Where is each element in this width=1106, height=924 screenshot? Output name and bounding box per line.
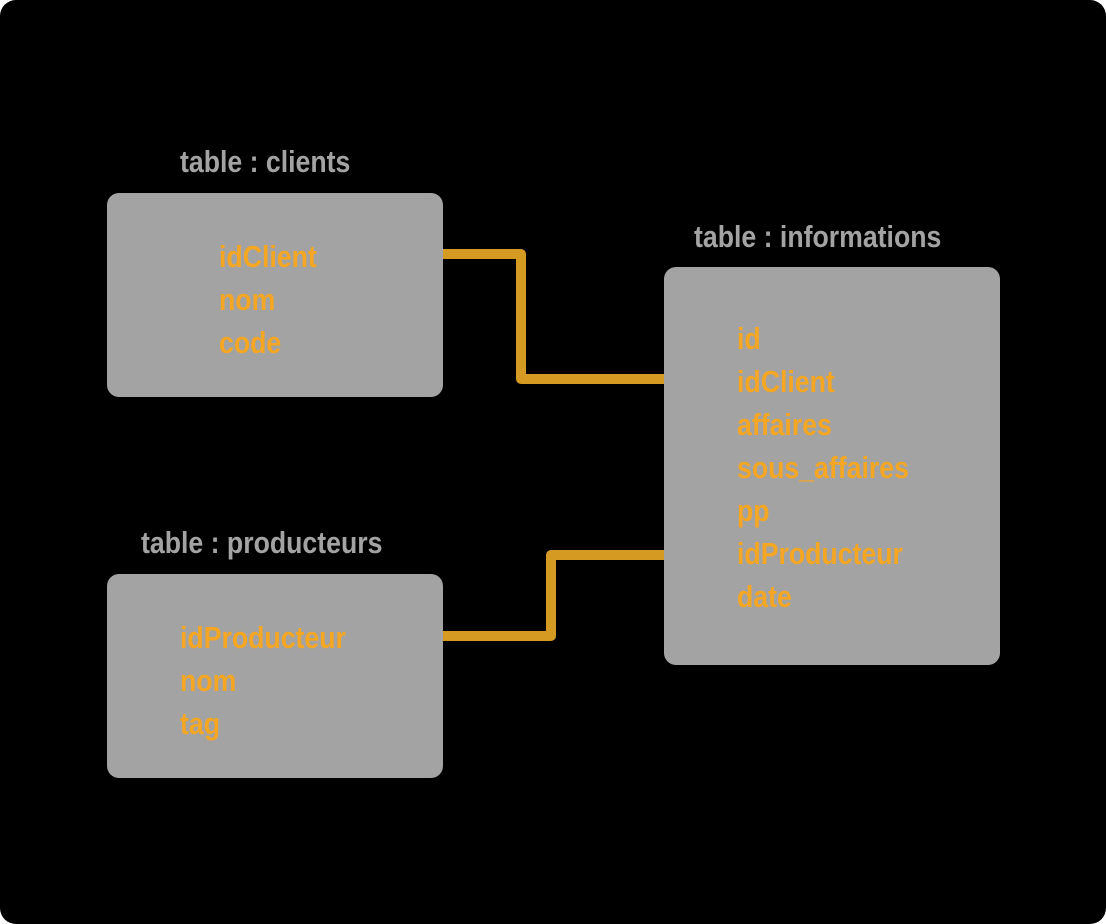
informations-field-pp: pp bbox=[737, 493, 770, 528]
informations-field-idclient: idClient bbox=[737, 364, 835, 399]
clients-field-nom: nom bbox=[219, 282, 276, 317]
clients-field-code: code bbox=[219, 325, 282, 360]
producteurs-field-list: idProducteur nom tag bbox=[180, 616, 373, 745]
producteurs-field-idproducteur: idProducteur bbox=[180, 620, 346, 655]
producteurs-field-tag: tag bbox=[180, 706, 220, 741]
producteurs-field-nom: nom bbox=[180, 663, 237, 698]
link-producteurs-informations-idproducteur bbox=[383, 550, 696, 641]
informations-field-date: date bbox=[737, 579, 792, 614]
informations-field-sous-affaires: sous_affaires bbox=[737, 450, 909, 485]
informations-field-id: id bbox=[737, 321, 761, 356]
informations-field-idproducteur: idProducteur bbox=[737, 536, 903, 571]
informations-table-title: table : informations bbox=[694, 219, 942, 254]
informations-table-box bbox=[664, 267, 1000, 665]
clients-field-list: idClient nom code bbox=[219, 235, 333, 364]
clients-table-box bbox=[107, 193, 443, 397]
clients-field-idclient: idClient bbox=[219, 239, 317, 274]
producteurs-table-box bbox=[107, 574, 443, 778]
informations-field-affaires: affaires bbox=[737, 407, 832, 442]
informations-field-list: id idClient affaires sous_affaires pp id… bbox=[737, 317, 937, 618]
clients-table-title: table : clients bbox=[180, 144, 351, 179]
producteurs-table-title: table : producteurs bbox=[141, 525, 383, 560]
